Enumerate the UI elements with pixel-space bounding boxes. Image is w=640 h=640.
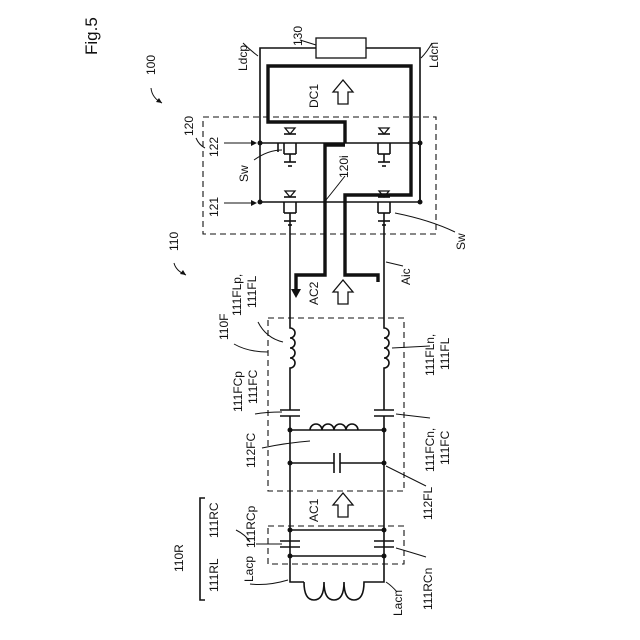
label-fc-p-2: 111FC (246, 369, 260, 404)
leader-112fl (386, 466, 426, 486)
label-rc-p: 111RCp (244, 505, 258, 548)
dc1-arrow (333, 80, 353, 104)
ref-100: 100 (144, 55, 158, 75)
mosfet-switch-q1 (278, 128, 296, 166)
wire-bottom-right (370, 576, 384, 582)
ac2-current-path (345, 195, 387, 282)
ref-112fl: 112FL (421, 487, 435, 520)
mosfet-switch-q3 (284, 191, 296, 225)
inductor-112fl (310, 424, 358, 430)
leader-120 (196, 138, 205, 148)
arrow-121 (251, 200, 257, 206)
label-fl-p-1: 111FLp, (230, 274, 244, 316)
ref-111rc: 111RC (207, 502, 221, 538)
ref-121: 121 (207, 197, 221, 217)
leader-fl-p (258, 322, 283, 342)
node-switch-tr (418, 141, 423, 146)
label-rc-n: 111RCn (421, 568, 435, 610)
label-fl-n-2: 111FL (438, 337, 452, 370)
node-switch-br (418, 200, 423, 205)
figure-title: Fig.5 (82, 17, 101, 55)
node-switch-tl (258, 141, 263, 146)
label-ac2: AC2 (307, 281, 321, 305)
node-112-right (382, 461, 387, 466)
ref-110: 110 (167, 232, 181, 251)
ref-110f: 110F (217, 314, 231, 340)
inductor-111flp (290, 320, 295, 410)
node-112-left (288, 461, 293, 466)
label-sw-left: Sw (237, 165, 251, 182)
label-dc1: DC1 (307, 84, 321, 108)
inductor-111fln (384, 320, 389, 410)
load-130 (316, 38, 366, 58)
ref-112fc: 112FC (244, 433, 258, 468)
node-switch-bl (258, 200, 263, 205)
arrow-100 (156, 98, 162, 103)
label-aic: Aic (399, 268, 413, 285)
ref-120: 120 (182, 116, 196, 136)
label-fc-p-1: 111FCp (231, 371, 245, 412)
ref-110r: 110R (172, 544, 186, 572)
label-ldcp: Ldcp (236, 45, 250, 71)
label-ac1: AC1 (307, 498, 321, 522)
wire-bottom-left (290, 576, 304, 582)
ac1-arrow (333, 493, 353, 517)
label-sw-right: Sw (454, 233, 468, 250)
mosfet-switch-q2 (378, 128, 390, 166)
label-fl-p-2: 111FL (245, 275, 259, 308)
ref-130: 130 (291, 26, 305, 46)
ref-120i: 120i (337, 155, 351, 178)
label-lacp: Lacp (242, 556, 256, 582)
label-lacn: Lacn (391, 590, 405, 616)
ref-122: 122 (207, 137, 221, 157)
leader-sw-right (395, 213, 455, 232)
leader-110f (234, 344, 268, 352)
leader-112fc (262, 441, 310, 448)
ac2-arrow (333, 280, 353, 304)
label-fc-n-1: 111FCn, (423, 428, 437, 472)
label-ldcn: Ldcn (427, 42, 441, 68)
ac2-arrowhead (291, 289, 301, 298)
leader-120i (326, 176, 345, 200)
leader-aic (386, 262, 403, 266)
leader-fc-n (396, 414, 430, 418)
label-fc-n-2: 111FC (438, 430, 452, 465)
bracket-110r (200, 498, 205, 600)
arrow-122 (251, 140, 257, 146)
ref-111rl: 111RL (207, 558, 221, 592)
leader-rc-n (396, 548, 426, 557)
inductor-111rl (304, 582, 370, 600)
label-fl-n-1: 111FLn, (423, 334, 437, 376)
